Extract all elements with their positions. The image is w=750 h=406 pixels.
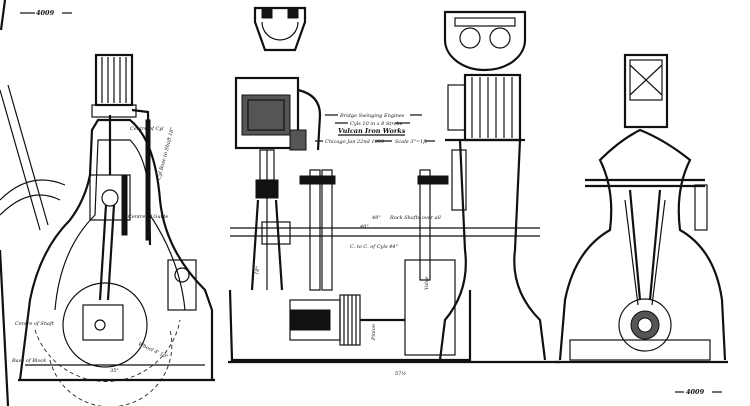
title-line-5: Scale 3"=1ft	[395, 139, 428, 145]
title-line-2: Cyls 10 in x 8 Stroke	[350, 121, 403, 127]
title-line-4: Chicago Jan 22nd 1890	[325, 139, 385, 145]
title-line-3: Vulcan Iron Works	[338, 127, 406, 135]
drawing-number-top-text: 4009	[36, 9, 55, 17]
title-block: Bridge Swinging Engines Cyls 10 in x 8 S…	[315, 113, 435, 145]
label-base-width-center: 57½	[395, 370, 406, 377]
label-rock-shafts-inner: 40"	[359, 224, 369, 230]
label-centre-of-guide: Centre of Guide	[128, 214, 168, 220]
drawing-number-bottom-text: 4009	[686, 388, 705, 396]
label-base-of-block: Base of Block	[11, 358, 46, 364]
label-cyl-base-to-shaft: Cyl Base to Shaft 18"	[156, 127, 176, 181]
center-front-view	[228, 73, 560, 364]
drawing-number-top: 4009	[0, 0, 72, 31]
label-pinion: Pinion	[371, 324, 377, 341]
top-detail-left	[253, 6, 307, 52]
label-wheel-dia: Wheel 4' 10"	[137, 341, 169, 360]
drawing-number-bottom: 4009	[675, 388, 722, 396]
top-detail-right	[443, 10, 527, 72]
label-base-width-left: 35"	[110, 368, 119, 374]
label-c-to-c-cyls: C. to C. of Cyls 44"	[350, 244, 398, 250]
label-dim-18: 18"	[254, 266, 261, 276]
left-side-view	[0, 53, 215, 406]
right-end-view	[555, 53, 728, 364]
label-rock-shafts: Rock Shafts over all	[389, 215, 441, 221]
label-valve: Valve	[424, 276, 430, 290]
label-centre-of-cyl: Centre of Cyl	[130, 126, 164, 132]
label-centre-of-shaft: Centre of Shaft	[15, 321, 55, 327]
title-line-1: Bridge Swinging Engines	[339, 113, 405, 119]
label-rock-shafts-dim: 48"	[371, 215, 381, 221]
